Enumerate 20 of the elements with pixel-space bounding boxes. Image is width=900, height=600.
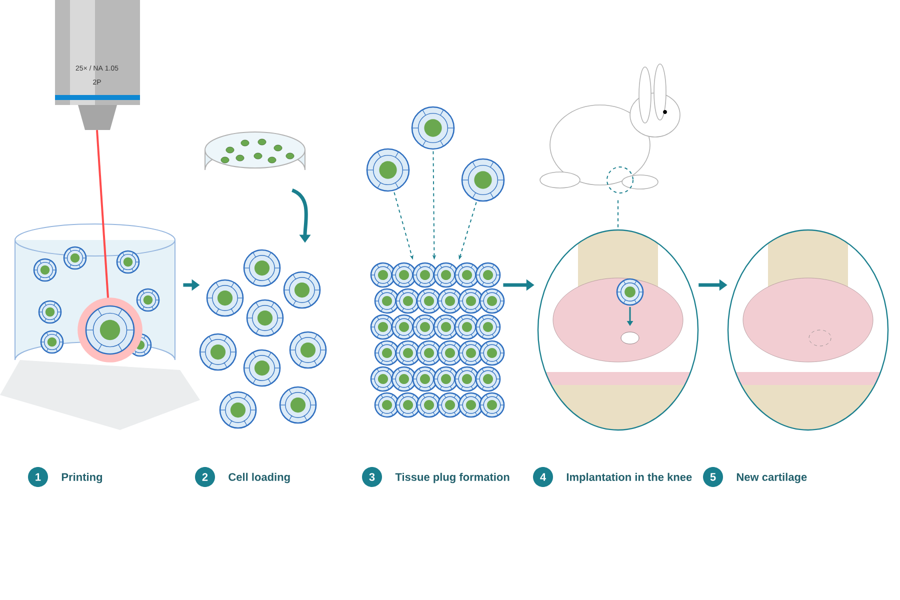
step-caption: New cartilage [736,472,807,484]
step-number-badge: 1 [28,467,48,487]
step-caption: Printing [62,472,102,484]
tissue-plug-drawing [370,262,505,418]
printing-setup-drawing [0,0,200,430]
scaffold-drawing [366,148,410,192]
step-number-badge: 2 [195,467,215,487]
step-number-badge: 5 [703,467,723,487]
knee-drawing [727,229,889,431]
scaffold-cluster-drawing [199,249,327,429]
step-caption: Tissue plug formation [395,472,510,484]
step-number-badge: 4 [533,467,553,487]
scaffold-drawing [411,106,455,150]
step-caption: Cell loading [228,472,290,484]
step-caption: Implantation in the knee [566,472,692,484]
knee-drawing [537,229,699,431]
step-number-badge: 3 [362,467,382,487]
petri-dish-drawing [204,132,306,170]
scaffold-drawing [461,158,505,202]
rabbit-drawing [540,64,680,194]
